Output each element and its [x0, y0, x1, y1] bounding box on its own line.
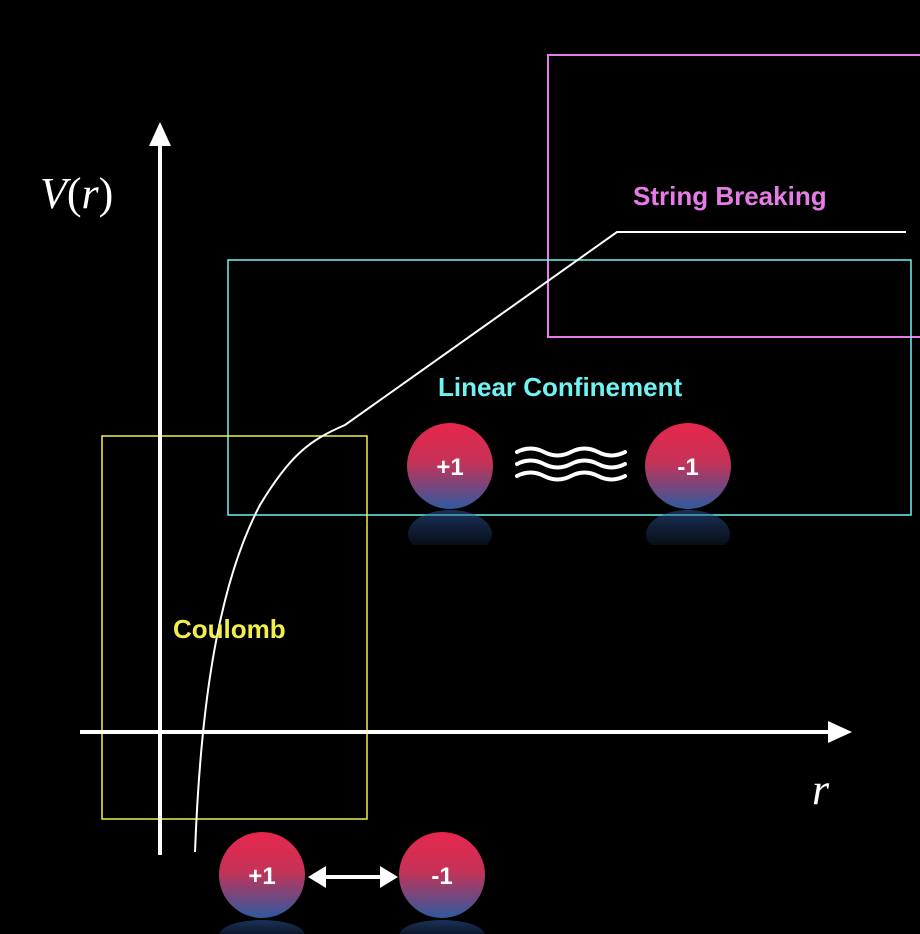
string-breaking-label: String Breaking [633, 181, 827, 211]
x-axis-arrowhead [828, 721, 852, 743]
coulomb-positive-charge-label: +1 [248, 863, 275, 890]
y-axis-label-rparen: ) [99, 169, 114, 218]
coulomb-negative-charge-label: -1 [431, 863, 452, 890]
confinement-positive-charge-label: +1 [436, 454, 463, 481]
flux-tube-string-icon [515, 446, 627, 482]
potential-curve [194, 231, 906, 853]
y-axis-label-r: r [82, 169, 100, 218]
confinement-positive-charge: +1 [407, 423, 493, 545]
coulomb-region-box [101, 435, 368, 820]
coulomb-positive-charge: +1 [219, 832, 305, 934]
linear-confinement-label: Linear Confinement [438, 372, 682, 402]
coulomb-negative-charge: -1 [399, 832, 485, 934]
y-axis-label-lparen: ( [67, 169, 82, 218]
x-axis-label: r [812, 765, 830, 814]
coulomb-double-arrow-icon [308, 866, 398, 888]
linear-confinement-region-box [227, 259, 912, 516]
y-axis-label: V(r) [40, 169, 113, 218]
string-breaking-region-box [547, 54, 920, 338]
confinement-negative-charge: -1 [645, 423, 731, 545]
coulomb-label: Coulomb [173, 614, 286, 644]
y-axis-arrowhead [149, 122, 171, 146]
y-axis-label-v: V [40, 169, 72, 218]
confinement-negative-charge-label: -1 [677, 454, 698, 481]
